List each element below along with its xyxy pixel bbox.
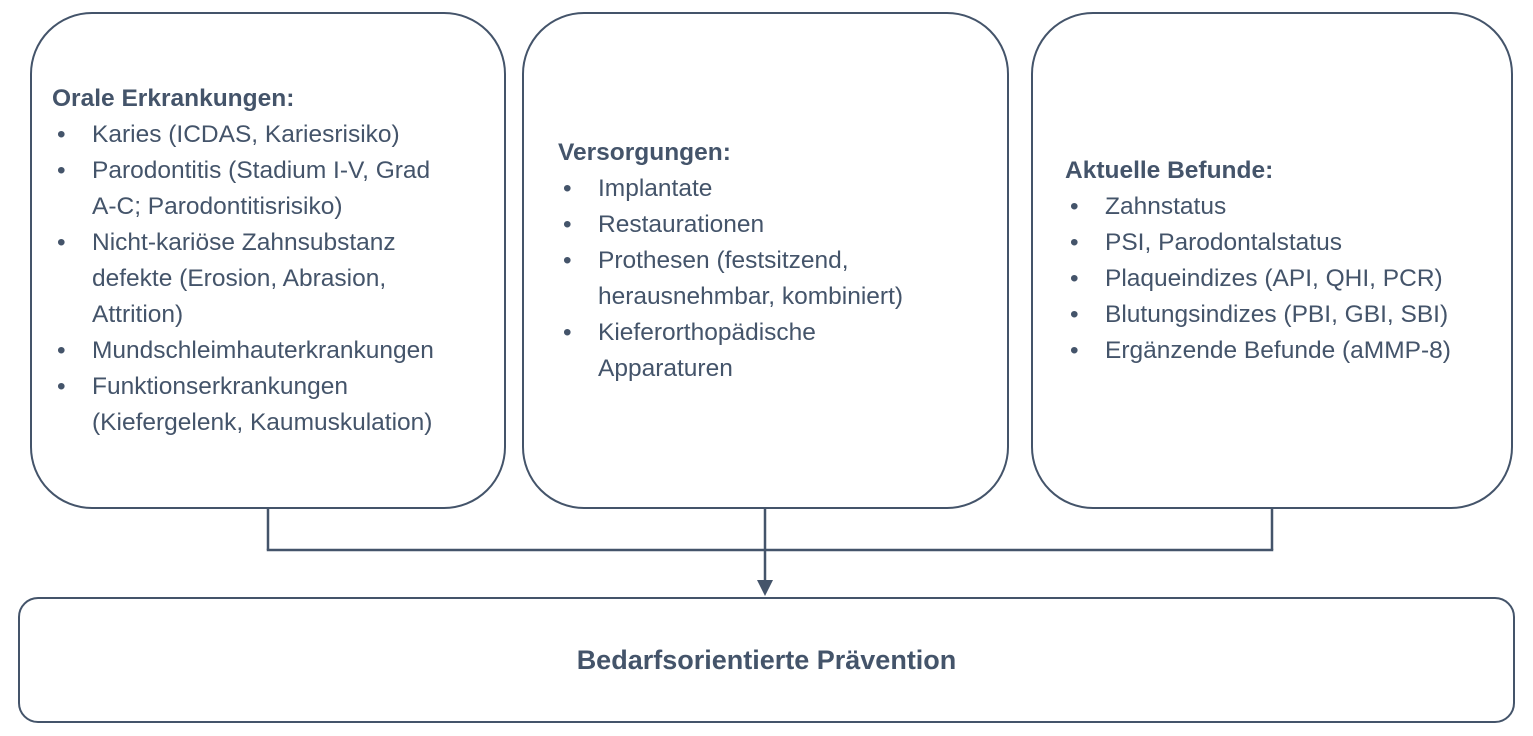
list-item: Kieferorthopädische Apparaturen	[558, 315, 930, 387]
list-item: Prothesen (festsitzend, herausnehmbar, k…	[558, 243, 930, 315]
box-orale-erkrankungen: Orale Erkrankungen: Karies (ICDAS, Karie…	[30, 12, 506, 509]
box-aktuelle-befunde: Aktuelle Befunde: Zahnstatus PSI, Parodo…	[1031, 12, 1513, 509]
list-item: Karies (ICDAS, Kariesrisiko)	[52, 117, 452, 153]
list-item: Implantate	[558, 171, 930, 207]
box-title-aktuelle-befunde: Aktuelle Befunde:	[1065, 156, 1274, 184]
list-item: Parodontitis (Stadium I-V, Grad A-C; Par…	[52, 153, 452, 225]
box-versorgungen-content: Versorgungen: Implantate Restaurationen …	[524, 135, 934, 387]
list-item: Plaqueindizes (API, QHI, PCR)	[1065, 261, 1478, 297]
box-title-orale-erkrankungen: Orale Erkrankungen:	[52, 84, 295, 112]
box-title-versorgungen: Versorgungen:	[558, 138, 731, 166]
box-versorgungen: Versorgungen: Implantate Restaurationen …	[522, 12, 1009, 509]
list-item: Ergänzende Befunde (aMMP-8)	[1065, 333, 1478, 369]
list-item: Restaurationen	[558, 207, 930, 243]
list-item: Funktionserkrankungen (Kiefergelenk, Kau…	[52, 369, 452, 441]
bullet-list-orale-erkrankungen: Karies (ICDAS, Kariesrisiko) Parodontiti…	[52, 117, 462, 441]
list-item: PSI, Parodontalstatus	[1065, 225, 1478, 261]
box-orale-erkrankungen-content: Orale Erkrankungen: Karies (ICDAS, Karie…	[32, 81, 462, 441]
box-bedarfsorientierte-praevention: Bedarfsorientierte Prävention	[18, 597, 1515, 723]
bullet-list-aktuelle-befunde: Zahnstatus PSI, Parodontalstatus Plaquei…	[1065, 189, 1478, 369]
list-item: Zahnstatus	[1065, 189, 1478, 225]
bullet-list-versorgungen: Implantate Restaurationen Prothesen (fes…	[558, 171, 934, 387]
list-item: Nicht-kariöse Zahnsubstanz defekte (Eros…	[52, 225, 452, 333]
box-aktuelle-befunde-content: Aktuelle Befunde: Zahnstatus PSI, Parodo…	[1033, 153, 1478, 369]
list-item: Blutungsindizes (PBI, GBI, SBI)	[1065, 297, 1478, 333]
list-item: Mundschleimhauterkrankungen	[52, 333, 452, 369]
result-label: Bedarfsorientierte Prävention	[576, 644, 957, 675]
arrowhead-down-icon	[757, 580, 773, 596]
